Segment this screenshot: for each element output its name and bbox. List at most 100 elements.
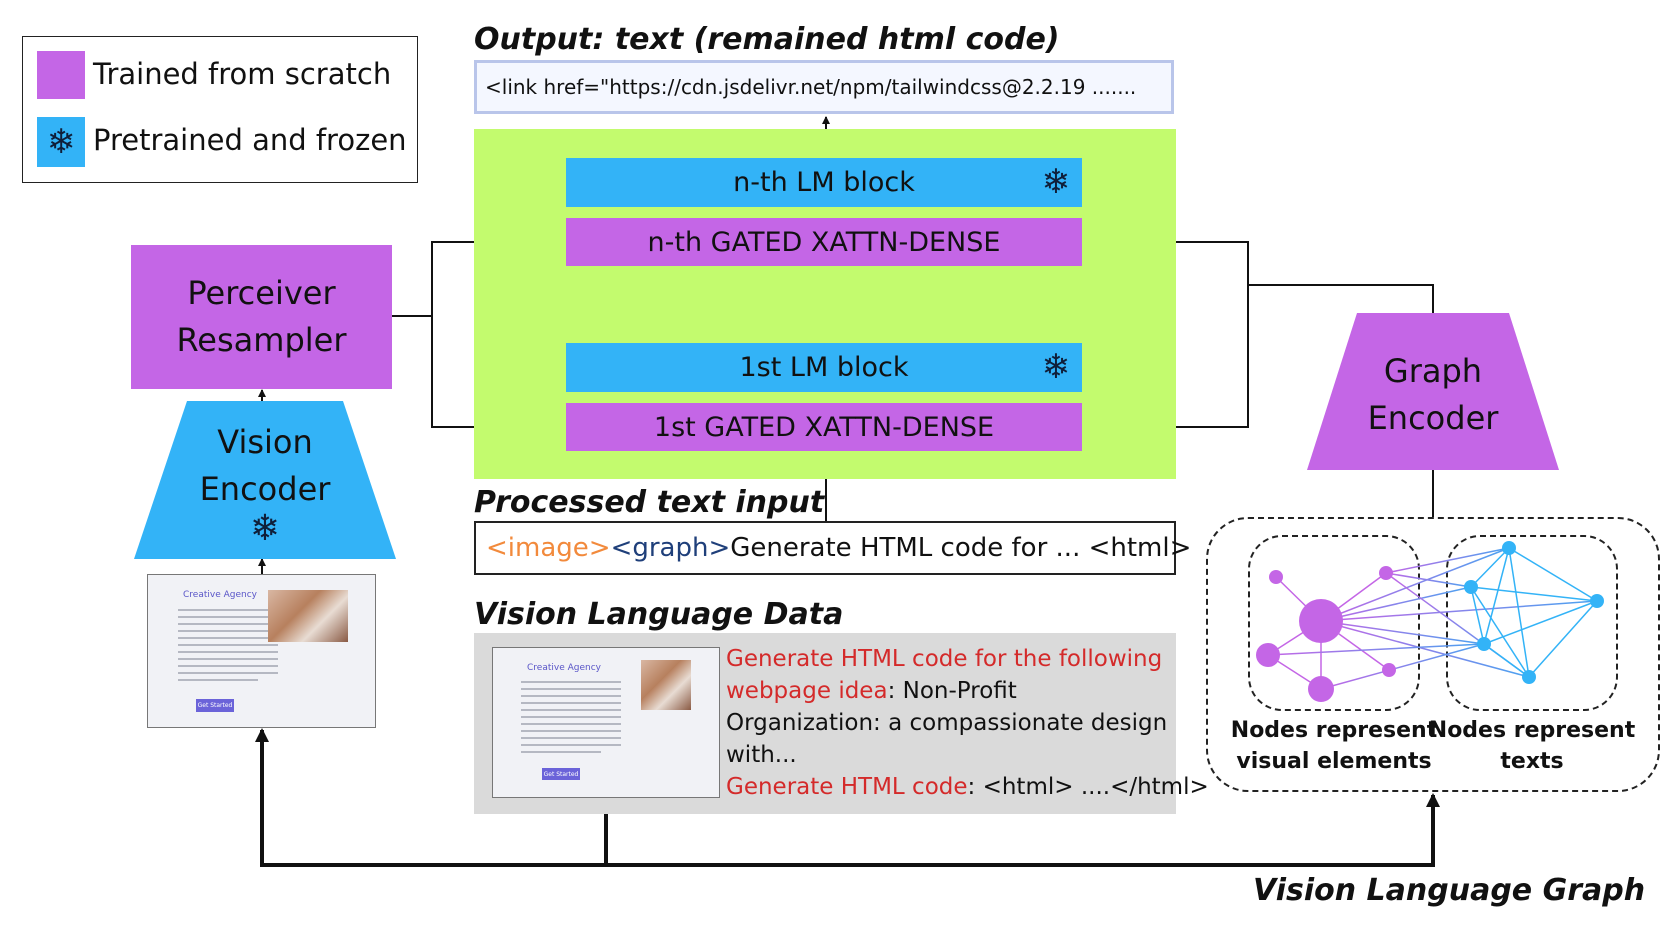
thumbnail-text-line [178,651,278,653]
visual-nodes-group [1248,535,1420,711]
vision-encoder-label-line2: Encoder [199,469,331,508]
text-nodes-caption: Nodes represent texts [1418,715,1646,777]
legend-box: Trained from scratch ❄ Pretrained and fr… [22,36,418,183]
visual-node [1299,599,1343,643]
legend-label-trained: Trained from scratch [93,57,392,91]
vl-data-heading: Vision Language Data [474,597,844,632]
thumbnail-text-line [521,716,621,718]
text-node [1522,670,1536,684]
thumbnail-text-line [178,637,278,639]
nth-xattn-label: n-th GATED XATTN-DENSE [647,226,1001,258]
thumbnail-text-line [178,679,258,681]
prompt-line-4: with... [726,742,797,768]
text-nodes-group [1446,535,1618,711]
visual-caption-line2: visual elements [1236,749,1432,774]
bottom-bus-line [255,728,608,867]
bottom-bus-line-right [606,793,1440,867]
snowflake-icon: ❄ [249,507,281,549]
first-xattn-label: 1st GATED XATTN-DENSE [653,411,995,443]
processed-input-heading: Processed text input [474,485,825,520]
prompt-idea-label: webpage idea [726,678,888,704]
thumbnail-title: Creative Agency [527,663,601,673]
vision-encoder: Vision Encoder ❄ [134,410,396,555]
thumbnail-photo [268,590,348,642]
text-caption-line2: texts [1500,749,1564,774]
vision-encoder-shape [134,401,396,559]
thumbnail-text-line [521,744,621,746]
processed-input-text: <image><graph>Generate HTML code for ...… [486,533,1191,563]
thumbnail-text-line [521,723,621,725]
perceiver-resampler: Perceiver Resampler [131,245,392,389]
graph-panel [1206,517,1660,792]
first-lm-block-label: 1st LM block [739,352,909,383]
processed-input-box: <image><graph>Generate HTML code for ...… [474,521,1191,575]
thumbnail-text-line [521,730,621,732]
graph-encoder-label-line2: Encoder [1367,399,1499,437]
legend-swatch-trained [37,51,85,99]
thumbnail-text-line [521,737,621,739]
text-node [1502,541,1516,555]
perceiver-label-line1: Perceiver [187,274,336,312]
thumbnail-text-line [521,695,621,697]
thumbnail-text-line [178,630,278,632]
thumbnail-text-line [178,665,278,667]
prompt-line-2: webpage idea: Non-Profit [726,675,1209,707]
visual-node [1382,663,1396,677]
nth-lm-block-label: n-th LM block [733,167,915,198]
thumbnail-photo [641,660,691,710]
prompt-line-5: Generate HTML code: <html> ....</html> [726,771,1209,803]
thumbnail-text-line [521,702,621,704]
visual-nodes-caption: Nodes represent visual elements [1220,715,1448,777]
visual-node [1379,566,1393,580]
graph-token: <graph> [610,533,731,563]
thumbnail-text-line [178,616,278,618]
instruction-text: Generate HTML code for ... <html> [730,533,1192,563]
thumbnail-text-line [178,672,278,674]
output-heading: Output: text (remained html code) [474,22,1060,57]
graph-encoder-shape [1307,313,1559,470]
visual-caption-line1: Nodes represent [1230,718,1438,743]
prompt-line-1: Generate HTML code for the following [726,646,1163,672]
vision-language-graph-label: Vision Language Graph [1253,873,1646,908]
thumbnail-button: Get Started [196,699,234,712]
graph-visualization [1256,541,1604,702]
code-value: : <html> ....</html> [967,774,1209,800]
thumbnail-text-line [521,751,601,753]
webpage-thumbnail-input: Creative Agency Get Started [147,574,376,728]
visual-node [1269,570,1283,584]
legend-swatch-frozen: ❄ [37,117,85,167]
perceiver-label-line2: Resampler [176,321,347,359]
snowflake-icon: ❄ [1041,347,1071,387]
thumbnail-text-line [178,644,278,646]
thumbnail-text-line [178,609,278,611]
snowflake-icon: ❄ [1041,162,1071,202]
text-node [1477,637,1491,651]
thumbnail-title: Creative Agency [183,590,257,600]
visual-node [1256,643,1280,667]
image-token: <image> [486,533,611,563]
thumbnail-text-line [178,623,278,625]
thumbnail-button: Get Started [542,768,580,780]
text-node [1590,594,1604,608]
first-gated-xattn-dense: 1st GATED XATTN-DENSE [566,403,1082,451]
output-code-text: <link href="https://cdn.jsdelivr.net/npm… [485,75,1137,99]
prompt-idea-value: : Non-Profit [887,678,1017,704]
graph-encoder-label-line1: Graph [1383,352,1483,390]
vision-encoder-label-line1: Vision [217,422,313,461]
text-caption-line1: Nodes represent [1428,718,1636,743]
nth-gated-xattn-dense: n-th GATED XATTN-DENSE [566,218,1082,266]
visual-node [1308,676,1334,702]
thumbnail-text-line [178,658,278,660]
code-label: Generate HTML code [726,774,968,800]
thumbnail-text-line [521,681,621,683]
thumbnail-text-line [521,709,621,711]
graph-encoder: Graph Encoder [1307,320,1559,470]
webpage-thumbnail-data: Creative Agency Get Started [492,647,720,798]
thumbnail-text-line [521,688,621,690]
output-code-box: <link href="https://cdn.jsdelivr.net/npm… [474,60,1174,114]
vl-data-prompt: Generate HTML code for the following web… [726,643,1209,803]
nth-lm-block: n-th LM block ❄ [566,158,1082,207]
first-lm-block: 1st LM block ❄ [566,343,1082,392]
text-node [1464,580,1478,594]
